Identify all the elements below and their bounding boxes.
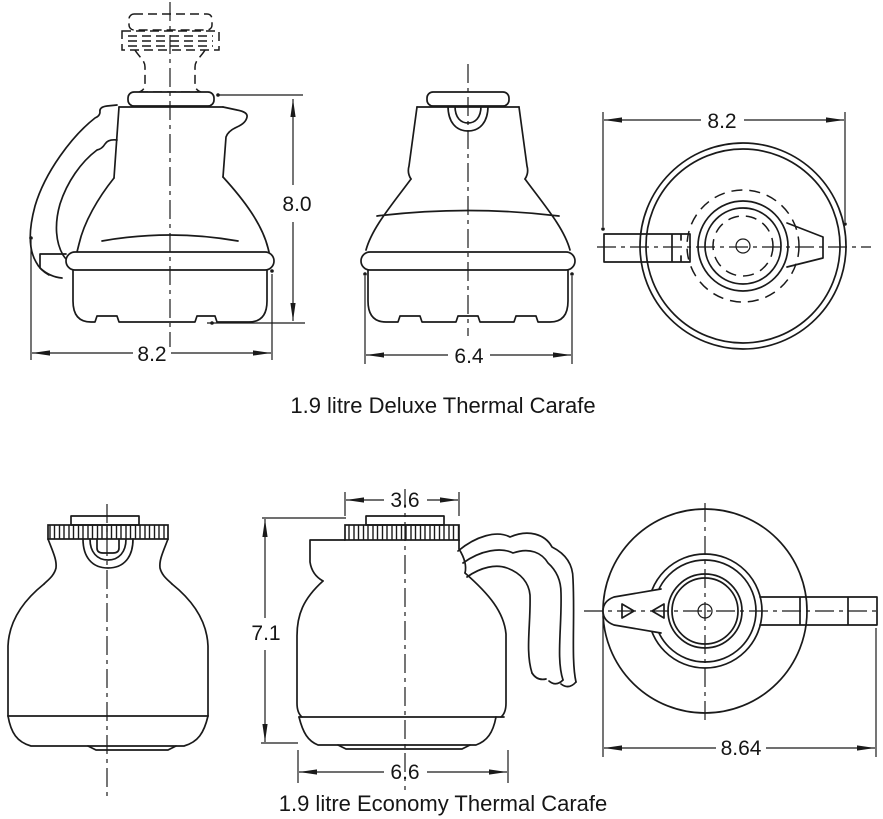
spout-beak [222,106,248,178]
foot-pad [337,744,471,750]
dim-height-label: 8.0 [282,193,311,216]
extension-lines [207,94,305,324]
dim-base-width-label: 6.6 [390,761,419,784]
handle-plan [759,596,878,626]
shoulder-left [296,580,324,718]
stopper-thread-block [121,30,220,51]
extension-lines [261,517,346,744]
foot-pad [87,745,177,751]
hidden-circle-inner [712,215,774,277]
dim-overall-width: 8.2 [29,236,274,366]
economy-front-view [7,504,209,800]
base-outline [367,269,569,323]
collar-right [159,538,173,585]
lid-circle-inner [704,207,782,285]
hidden-circle-outer [686,189,800,303]
shoulder-right [222,176,270,253]
dim-lid-width-label: 3.6 [390,489,419,512]
dim-top-width: 8.2 [601,110,847,231]
rim-ledge-left [309,539,346,582]
base-outline [72,269,268,323]
handle-foot [39,253,67,279]
deluxe-dimensions: 8.0 8.2 6.4 8.2 [29,93,847,368]
hinge-mid-arc [89,538,127,561]
handle-plan [603,233,691,263]
dim-lid-width: 3.6 [344,489,460,516]
cap-ribbed-band [344,524,460,541]
center-knob-circle [735,238,751,254]
economy-side-view [296,489,577,790]
dim-overall-width-label: 8.2 [137,343,166,366]
dim-height: 8.0 [207,93,312,325]
shoulder-left [365,178,412,251]
lid-circle-outer [697,200,789,292]
deluxe-front-view [360,64,576,336]
foot-outline [7,715,209,747]
cap-ribbed-band [47,524,169,540]
shoulder-right [464,572,507,718]
cap-plate [70,515,140,526]
handle-mid-edge [462,549,564,681]
hinge-outer-arc [82,538,134,569]
extension-lines [364,276,573,364]
dim-height: 7.1 [251,517,346,744]
shoulder-left [7,583,45,717]
dim-overall-width-label: 8.64 [721,737,762,760]
dim-overall-width: 8.64 [602,616,877,760]
economy-top-view [584,503,879,721]
deluxe-caption: 1.9 litre Deluxe Thermal Carafe [290,393,595,418]
handle-inner-edge [466,565,533,674]
shoulder-right [171,583,209,717]
dim-base-width: 6.4 [363,272,574,368]
extension-lines [297,750,509,783]
collar-left [407,106,418,180]
extension-lines [602,112,846,227]
hinge-latch [96,538,120,554]
dim-base-width-label: 6.4 [454,345,484,368]
foot-outline [298,716,497,746]
deluxe-top-view [597,142,871,350]
shoulder-left [76,177,115,253]
collar-left [43,538,57,585]
spout-plan [786,222,824,268]
collar-left [113,106,120,179]
handle-outer-edge [29,104,118,276]
economy-caption: 1.9 litre Economy Thermal Carafe [279,791,608,816]
handle-tip [531,672,577,688]
dim-base-width: 6.6 [297,750,509,784]
extension-lines [602,616,877,757]
extension-lines [344,492,460,516]
shoulder-right [524,178,571,251]
extension-lines [30,240,273,360]
handle-outer-edge [457,532,577,683]
dim-top-width-label: 8.2 [707,110,736,133]
lid [127,91,215,107]
deluxe-side-view [29,2,275,347]
inner-rim-circle [645,148,841,344]
dim-height-label: 7.1 [251,622,280,645]
handle-inner-edge [55,138,118,265]
collar-right [518,106,529,180]
rim-right [458,539,467,574]
outer-rim-circle [639,142,847,350]
economy-dimensions: 3.6 7.1 6.6 8.64 [251,489,877,784]
